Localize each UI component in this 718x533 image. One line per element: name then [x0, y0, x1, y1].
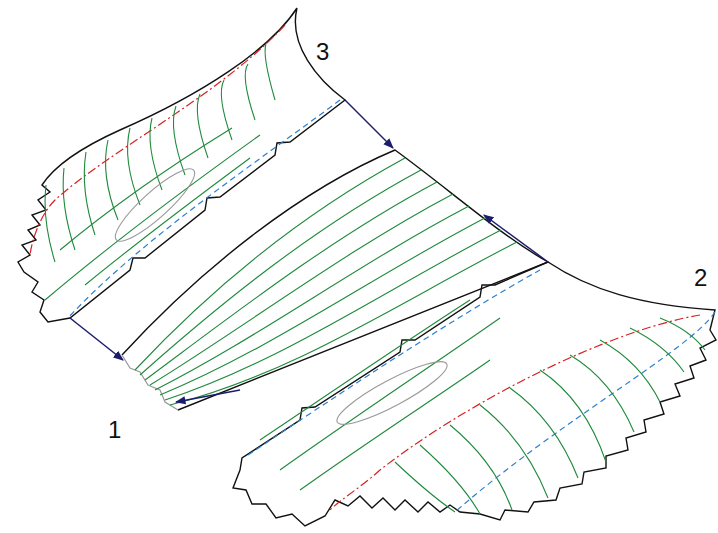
cutout-outline: [331, 352, 453, 433]
contour-line: [480, 405, 548, 498]
contour-line: [600, 340, 660, 402]
green-contours: [45, 44, 275, 300]
contour-line: [280, 318, 500, 470]
green-contours: [260, 300, 705, 514]
contour-line: [60, 128, 232, 250]
contour-line: [160, 218, 485, 395]
contour-line: [135, 158, 405, 370]
contour-line: [420, 445, 480, 514]
contour-line: [395, 462, 455, 512]
panel-outline: [18, 8, 345, 322]
blue-dashed-line: [68, 100, 340, 318]
contour-line: [510, 388, 578, 478]
contour-line: [245, 64, 255, 120]
contour-line: [85, 158, 250, 285]
panel-outline: [122, 150, 548, 410]
red-centerline: [30, 25, 285, 255]
assembly-arrow: [176, 390, 240, 402]
assembly-arrows: [70, 100, 548, 402]
panel-outline: [233, 262, 716, 526]
contour-line: [630, 328, 684, 372]
contour-line: [106, 140, 118, 220]
cutout-outline: [108, 161, 203, 250]
contour-line: [540, 370, 606, 462]
contour-line: [45, 135, 260, 300]
assembly-arrow: [484, 215, 548, 262]
red-centerline: [330, 315, 700, 510]
callout-number: 2: [694, 266, 707, 290]
green-contours: [135, 158, 517, 405]
contour-line: [165, 230, 501, 400]
assembly-arrow: [345, 100, 393, 148]
contour-line: [265, 44, 275, 100]
contour-line: [150, 118, 162, 190]
contour-line: [170, 242, 517, 405]
callout-number: 3: [316, 40, 329, 64]
contour-line: [140, 170, 421, 375]
callout-number: 1: [108, 418, 121, 442]
assembly-arrow: [70, 318, 123, 360]
contour-line: [45, 185, 55, 262]
contour-line: [300, 360, 490, 490]
contour-line: [155, 206, 469, 390]
blue-dashed-line: [455, 312, 715, 512]
contour-line: [660, 318, 705, 350]
contour-line: [260, 300, 470, 440]
contour-line: [450, 425, 512, 510]
contour-line: [63, 168, 75, 250]
blue-dashed-line: [248, 270, 540, 455]
contour-line: [570, 355, 634, 432]
